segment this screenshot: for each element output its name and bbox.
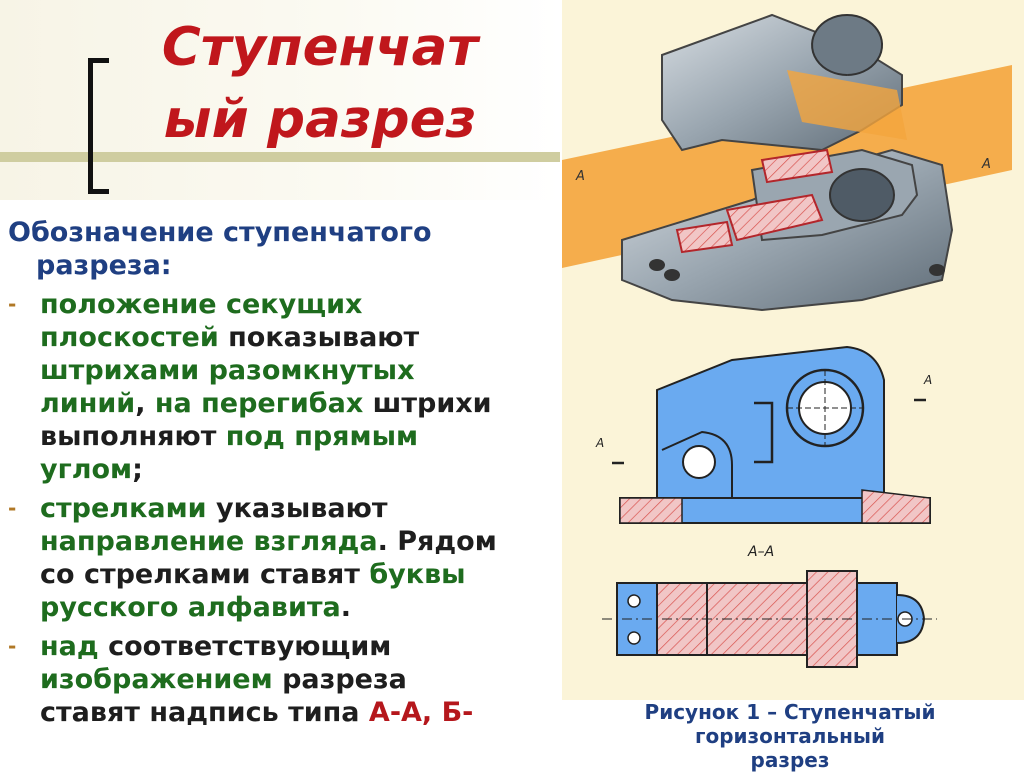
text-run: стрелками — [40, 493, 207, 524]
bullet-line: углом; — [40, 453, 553, 486]
text-run: указывают — [206, 493, 388, 524]
bullet-line: направление взгляда. Рядом — [40, 525, 553, 558]
text-run: А-А, Б- — [368, 697, 474, 728]
caption-line-1: Рисунок 1 – Ступенчатый — [644, 700, 936, 724]
bullet-line: штрихами разомкнутых — [40, 354, 553, 387]
text-run: разреза — [272, 664, 407, 695]
slide-body: Обозначение ступенчатого разреза: -полож… — [8, 216, 553, 729]
text-run: выполняют — [40, 421, 226, 452]
title-bracket — [88, 58, 109, 194]
text-run: русского алфавита — [40, 592, 341, 623]
bullet-dash: - — [8, 634, 17, 658]
bullet-line: русского алфавита. — [40, 591, 553, 624]
heading-line-1: Обозначение ступенчатого — [8, 217, 432, 248]
slide-title-line-2: ый разрез — [163, 89, 477, 150]
text-run: изображением — [40, 664, 273, 695]
bullet-line: над соответствующим — [40, 630, 553, 663]
arrow-label-left: А — [595, 436, 604, 450]
text-run: ставят надпись типа — [40, 697, 369, 728]
figure-caption: Рисунок 1 – Ступенчатый горизонтальный р… — [620, 700, 960, 772]
text-run: буквы — [369, 559, 466, 590]
caption-line-2: горизонтальный — [695, 724, 885, 748]
figure-panel: А А А А А–А — [562, 0, 1024, 700]
text-run: под прямым — [225, 421, 419, 452]
front-view: А А — [595, 345, 932, 524]
text-run: , — [135, 388, 155, 419]
text-run: штрихами разомкнутых — [40, 355, 415, 386]
slide-title-line-1: Ступенчат — [161, 17, 479, 78]
text-run: линий — [40, 388, 136, 419]
figure-illustration: А А А А А–А — [562, 13, 1012, 668]
text-run: углом — [40, 454, 133, 485]
bullet-line: ставят надпись типа А-А, Б- — [40, 696, 553, 729]
bullet-line: линий, на перегибах штрихи — [40, 387, 553, 420]
text-run: плоскостей — [40, 322, 219, 353]
plane-label-left: А — [575, 169, 585, 184]
bullet-line: изображением разреза — [40, 663, 553, 696]
heading-line-2: разреза: — [36, 250, 172, 281]
text-run: показывают — [218, 322, 420, 353]
bullet-dash: - — [8, 292, 17, 316]
bullet-line: со стрелками ставят буквы — [40, 558, 553, 591]
slide-title: Ступенчат ый разрез — [110, 12, 530, 156]
bullet-line: стрелками указывают — [40, 492, 553, 525]
text-run: . — [340, 592, 352, 623]
text-run: ; — [132, 454, 143, 485]
section-heading: Обозначение ступенчатого разреза: — [8, 216, 553, 282]
bullet-line: выполняют под прямым — [40, 420, 553, 453]
bullet-line: положение секущих — [40, 288, 553, 321]
accent-line — [0, 152, 560, 162]
bullet-line: плоскостей показывают — [40, 321, 553, 354]
caption-line-3: разрез — [750, 748, 830, 772]
section-view: А–А — [602, 544, 937, 668]
text-run: над — [40, 631, 99, 662]
text-run: штрихи — [363, 388, 492, 419]
arrow-label-right: А — [923, 373, 932, 387]
text-run: направление взгляда — [40, 526, 378, 557]
text-run: со стрелками ставят — [40, 559, 370, 590]
text-run: на перегибах — [154, 388, 364, 419]
text-run: . Рядом — [377, 526, 497, 557]
title-band — [0, 0, 560, 200]
text-run: соответствующим — [98, 631, 392, 662]
plane-label-right: А — [981, 157, 991, 172]
text-run: положение секущих — [40, 289, 363, 320]
section-label: А–А — [747, 544, 774, 560]
bullet-dash: - — [8, 496, 17, 520]
isometric-part: А А — [562, 13, 1012, 312]
